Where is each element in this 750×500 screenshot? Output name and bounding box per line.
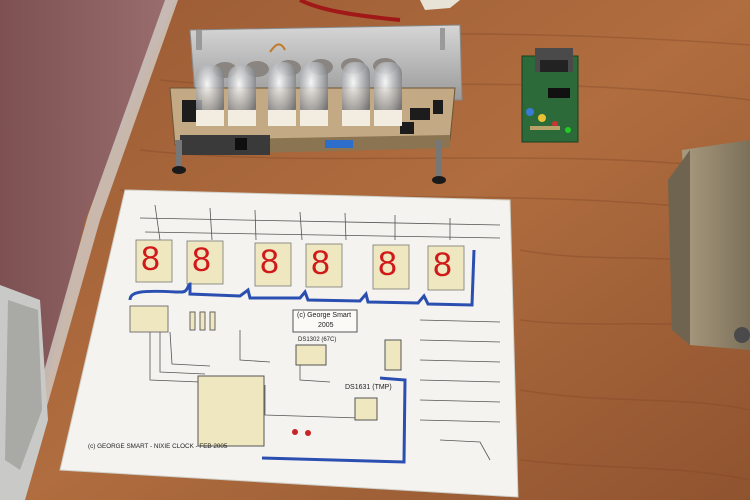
schematic-paper: [59, 189, 519, 498]
serial-pcb: [521, 48, 579, 143]
nixie-tubes: [196, 62, 402, 126]
cable: [299, 0, 401, 22]
nixie-clock-assembly: [169, 24, 463, 184]
blue-bus: [128, 249, 476, 307]
desk-edge-strip: [14, 0, 178, 480]
digit-panels: [135, 239, 465, 291]
metal-enclosure: [668, 140, 750, 350]
